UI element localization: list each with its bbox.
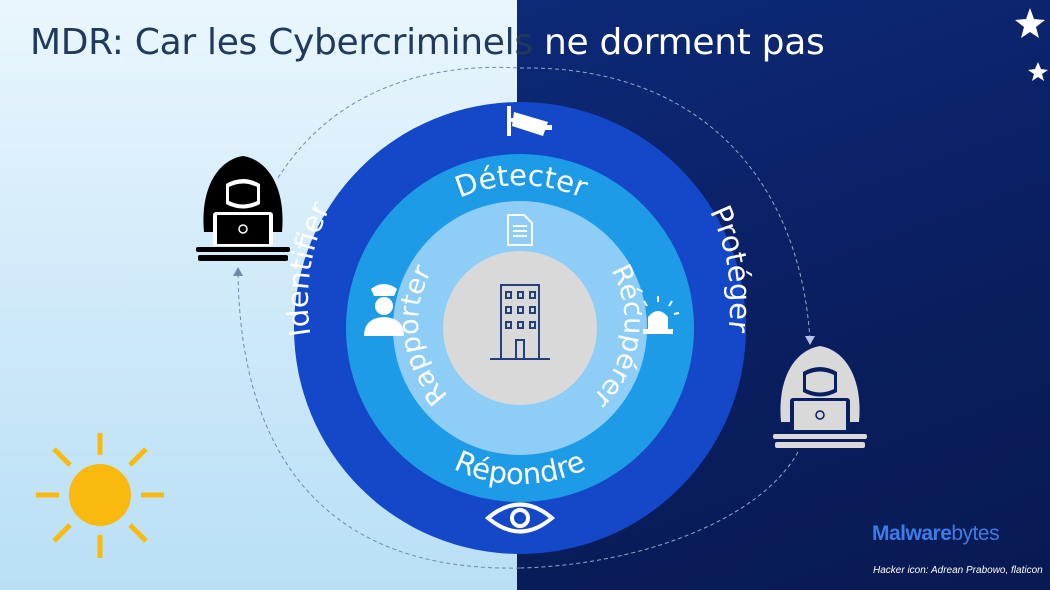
cctv-camera-icon [507,106,552,136]
brand-bold: Malware [872,522,952,545]
cycle-arrow-top-left [277,66,521,179]
star-icon [1015,8,1045,38]
title-part-night: ne dorment pas [532,22,825,63]
eye-icon [484,502,556,534]
document-icon [507,214,533,246]
siren-icon [636,296,680,334]
cycle-arrow-top-right [519,67,811,341]
arrowhead-left [233,267,243,276]
malwarebytes-logo: Malwarebytes [872,522,1000,546]
police-officer-icon [364,284,404,336]
moon-icon [935,18,1008,106]
title-part-day: MDR: Car les Cybercriminels [30,22,533,63]
arrowhead-right [805,336,815,345]
hacker-icon-night [773,346,867,448]
building-icon [490,284,550,360]
hacker-icon [196,156,290,261]
star-icon [1028,62,1048,81]
brand-regular: bytes [951,522,1000,545]
image-credit: Hacker icon: Adrean Prabowo, flaticon [873,565,1043,576]
cycle-arrow-bottom-left [237,271,521,569]
sun-icon [36,433,164,558]
page-title: MDR: Car les Cybercriminels ne dorment p… [30,22,825,63]
